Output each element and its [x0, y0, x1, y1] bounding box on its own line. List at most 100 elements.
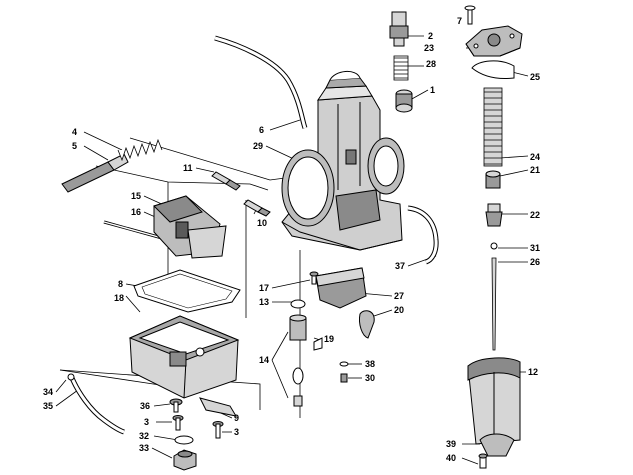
retainer-21	[485, 170, 501, 189]
callout-36: 36	[140, 401, 151, 411]
hose-37-inner	[407, 206, 438, 264]
o-ring-13	[290, 299, 306, 309]
spring-4	[117, 138, 163, 162]
callout-4: 4	[72, 127, 78, 137]
callout-12: 12	[528, 367, 539, 377]
callout-5: 5	[72, 141, 78, 151]
leader-25	[511, 71, 529, 77]
callout-13: 13	[259, 297, 270, 307]
gasket-25	[471, 60, 515, 79]
callout-22: 22	[530, 210, 541, 220]
callout-9: 9	[234, 413, 240, 423]
guide-line-2	[95, 165, 269, 191]
leader-24	[499, 155, 529, 159]
clip-31	[490, 242, 498, 250]
leader-17	[271, 279, 311, 289]
cover-27	[315, 267, 367, 309]
leader-33	[151, 447, 173, 459]
callout-8: 8	[118, 279, 124, 289]
callout-19: 19	[324, 334, 335, 344]
callout-34: 34	[43, 387, 54, 397]
screw-7	[464, 5, 476, 25]
leader-14-top	[271, 331, 289, 361]
gasket-8-inner	[141, 273, 233, 309]
callout-38: 38	[365, 359, 376, 369]
jet-11	[211, 171, 241, 191]
float-15	[153, 195, 227, 259]
callout-1: 1	[430, 85, 436, 95]
callout-15: 15	[131, 191, 142, 201]
hose-6	[214, 35, 308, 129]
screw-5	[61, 153, 129, 193]
hose-6-inner	[214, 36, 307, 129]
cap-23	[465, 25, 523, 57]
callout-11: 11	[183, 163, 193, 173]
float-bowl-18	[128, 315, 240, 399]
screw-40	[478, 453, 488, 469]
leader-29	[265, 145, 297, 161]
leader-21	[499, 169, 529, 177]
plug-33	[173, 449, 197, 471]
callout-16: 16	[131, 207, 142, 217]
leader-6	[269, 119, 301, 131]
callout-3-left: 3	[144, 417, 150, 427]
plunger-1	[395, 89, 413, 113]
callout-24: 24	[530, 152, 541, 162]
bracket-9	[199, 397, 238, 417]
callout-33: 33	[139, 443, 150, 453]
callout-27: 27	[394, 291, 405, 301]
leader-18	[125, 295, 141, 313]
callout-32: 32	[139, 431, 150, 441]
callout-29: 29	[253, 141, 264, 151]
leader-34	[55, 379, 67, 393]
hose-35	[69, 376, 125, 435]
leader-14-bottom	[271, 359, 289, 399]
throttle-valve-12	[467, 357, 521, 445]
washer-38	[339, 361, 349, 367]
fitting-34	[67, 373, 75, 381]
callout-28: 28	[426, 59, 437, 69]
pin-16-inner	[103, 221, 163, 239]
callout-6: 6	[259, 125, 265, 135]
hose-35-inner	[70, 377, 125, 434]
needle-26	[491, 257, 497, 351]
callout-31: 31	[530, 243, 541, 253]
callout-3-right: 3	[234, 427, 240, 437]
spring-28	[393, 55, 409, 81]
jet-10	[243, 199, 271, 217]
callout-39: 39	[446, 439, 457, 449]
leader-40	[461, 457, 479, 465]
carburetor-body	[281, 71, 405, 251]
callout-20: 20	[394, 305, 405, 315]
callout-17: 17	[259, 283, 270, 293]
washer-32	[174, 435, 194, 445]
leader-35	[55, 389, 79, 407]
screw-3-right	[212, 421, 224, 439]
seat-22	[485, 203, 503, 227]
screw-30	[340, 373, 348, 383]
spring-24	[483, 87, 503, 167]
callout-26: 26	[530, 257, 541, 267]
hose-37	[407, 205, 439, 265]
callout-2: 2	[428, 31, 434, 41]
leader-4	[83, 131, 123, 151]
callout-7: 7	[457, 16, 463, 26]
assembly-14	[289, 314, 307, 407]
callout-14: 14	[259, 355, 270, 365]
leader-36	[153, 403, 171, 407]
callout-21: 21	[530, 165, 541, 175]
clip-19	[313, 337, 323, 351]
callout-40: 40	[446, 453, 457, 463]
leader-1	[409, 89, 429, 101]
callout-30: 30	[365, 373, 376, 383]
leader-32	[153, 435, 179, 441]
screw-36	[169, 398, 183, 413]
callout-25: 25	[530, 72, 541, 82]
leader-11	[195, 167, 215, 173]
screw-3-left	[172, 415, 184, 431]
callout-23: 23	[424, 43, 435, 53]
plate-39	[479, 433, 515, 457]
leader-5	[83, 145, 109, 161]
